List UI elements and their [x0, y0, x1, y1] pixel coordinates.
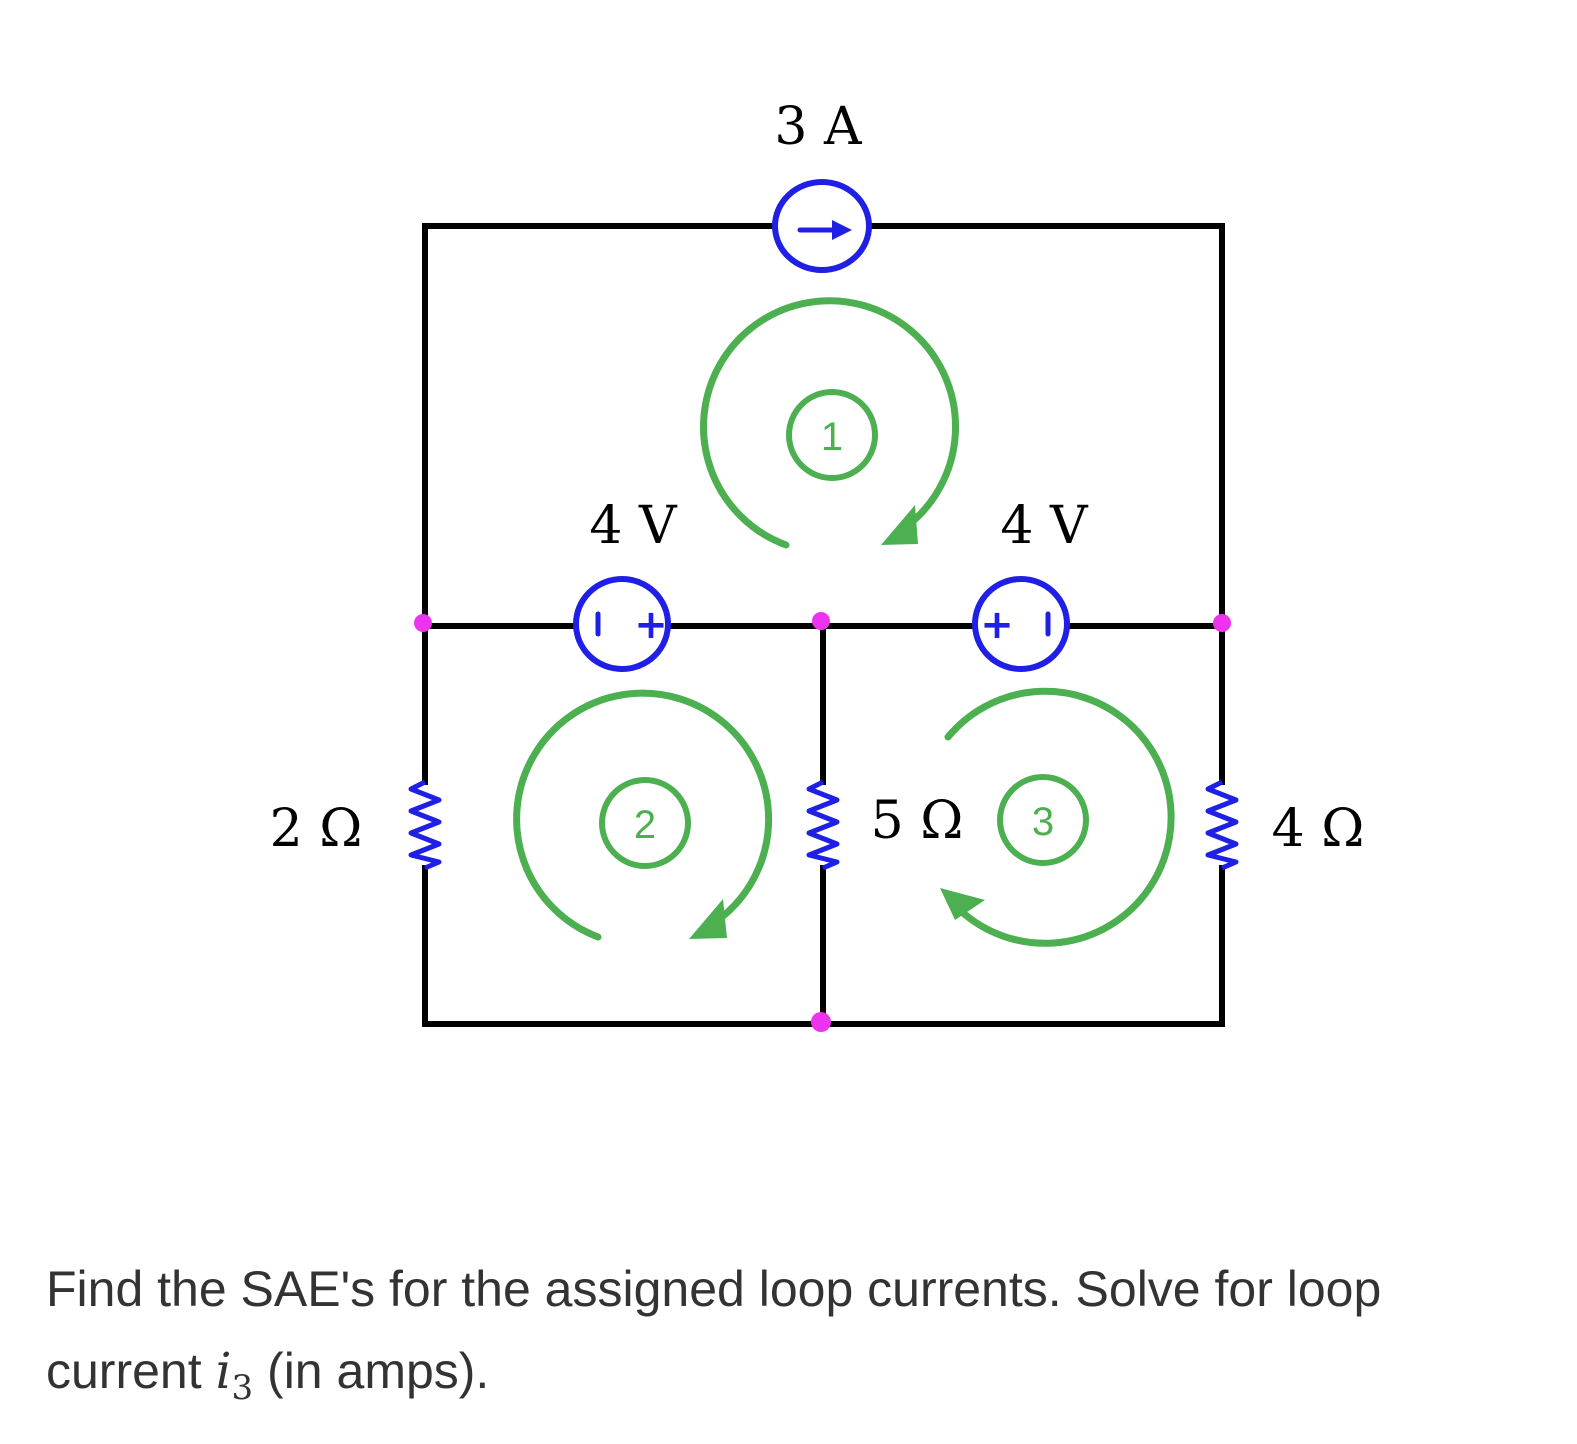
current-source-label: 3 A: [774, 97, 863, 157]
current-source: [772, 179, 872, 273]
right-plus-mark: +: [980, 602, 1014, 648]
circuit-diagram: + + 1 2 3 3 A 4 V 4 V 2 Ω 5 Ω 4 Ω: [270, 97, 1365, 1032]
middle-resistor-label: 5 Ω: [871, 791, 964, 851]
loop-3-number: 3: [1032, 800, 1054, 844]
right-source-label: 4 V: [1000, 496, 1089, 556]
loop-1-arrowhead-icon: [881, 505, 918, 545]
loop-2: 2: [513, 689, 773, 941]
right-resistor-label: 4 Ω: [1272, 799, 1365, 859]
left-resistor-label: 2 Ω: [270, 799, 363, 859]
left-voltage-source: +: [573, 576, 671, 672]
loop-3-arrow: [944, 687, 1175, 947]
left-plus-mark: +: [634, 602, 668, 648]
question-text: Find the SAE's for the assigned loop cur…: [46, 1248, 1546, 1429]
loop-2-arrow: [513, 689, 773, 941]
loop-3: 3: [940, 687, 1175, 947]
loop-current-variable: i3: [215, 1342, 254, 1408]
left-source-label: 4 V: [589, 496, 678, 556]
loop-1: 1: [700, 297, 959, 549]
loop-2-number: 2: [634, 803, 656, 847]
question-part-2: (in amps).: [253, 1343, 490, 1399]
arrow-head-icon: [832, 220, 852, 240]
loop-2-arrowhead-icon: [689, 899, 727, 939]
loop-1-number: 1: [821, 415, 843, 459]
loop-1-arrow: [700, 297, 959, 549]
node-bottom: [811, 1012, 831, 1032]
right-voltage-source: +: [972, 576, 1070, 672]
node-right: [1213, 614, 1231, 632]
node-center: [812, 612, 830, 630]
question-part-1: Find the SAE's for the assigned loop cur…: [46, 1261, 1382, 1399]
loop-3-arrowhead-icon: [940, 888, 985, 920]
left-resistor: [408, 779, 442, 871]
right-resistor: [1205, 779, 1239, 871]
nodes: [414, 612, 1231, 1032]
node-left: [414, 614, 432, 632]
middle-resistor: [806, 779, 840, 871]
